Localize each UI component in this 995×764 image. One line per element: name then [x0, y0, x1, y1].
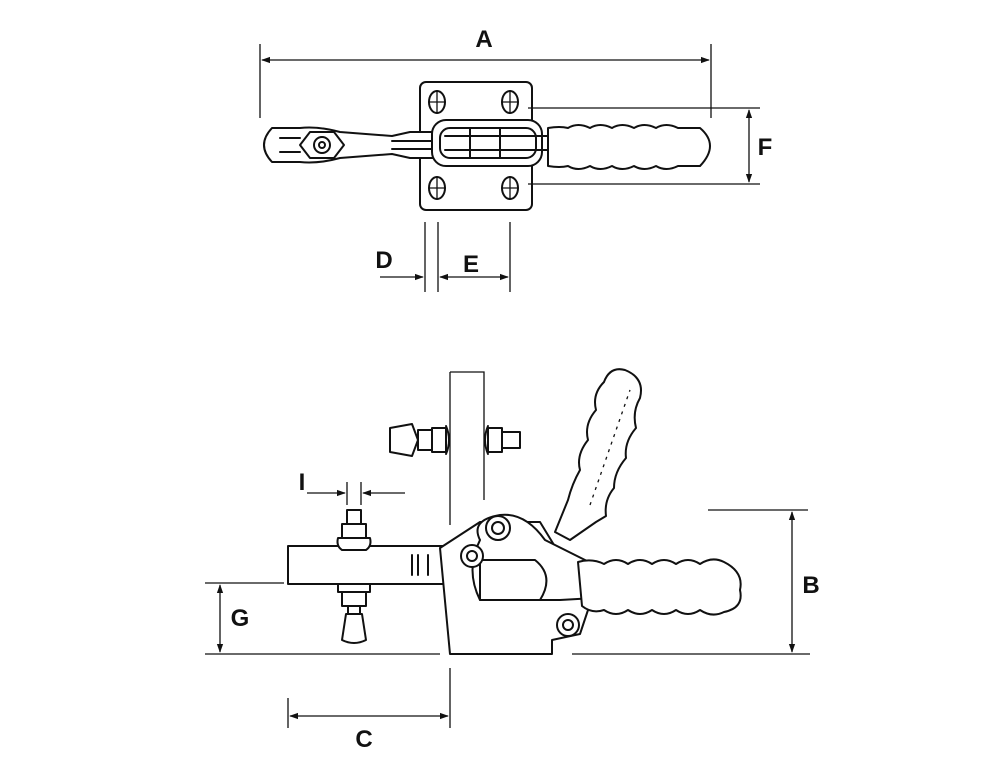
handle-closed [577, 558, 742, 616]
clamp-bar [287, 545, 449, 585]
linkage [431, 119, 553, 167]
phantom-handle [554, 368, 642, 541]
label-f: F [758, 134, 773, 161]
pivot-pins [460, 515, 580, 637]
label-d: D [375, 247, 392, 274]
dimension-lines-top [259, 44, 760, 292]
top-view [263, 81, 711, 211]
label-i: I [299, 469, 306, 496]
label-g: G [231, 605, 250, 632]
spindle-assembly [336, 509, 372, 644]
label-c: C [355, 726, 372, 753]
clamp-arm [263, 126, 441, 164]
spindle-nut [299, 131, 345, 159]
phantom-spindle [389, 423, 521, 457]
mounting-holes [428, 90, 519, 200]
label-a: A [475, 26, 492, 53]
handle-grip [547, 124, 711, 170]
label-e: E [463, 251, 479, 278]
dimension-lines-side [205, 482, 810, 728]
label-b: B [802, 572, 819, 599]
side-view [287, 368, 742, 655]
